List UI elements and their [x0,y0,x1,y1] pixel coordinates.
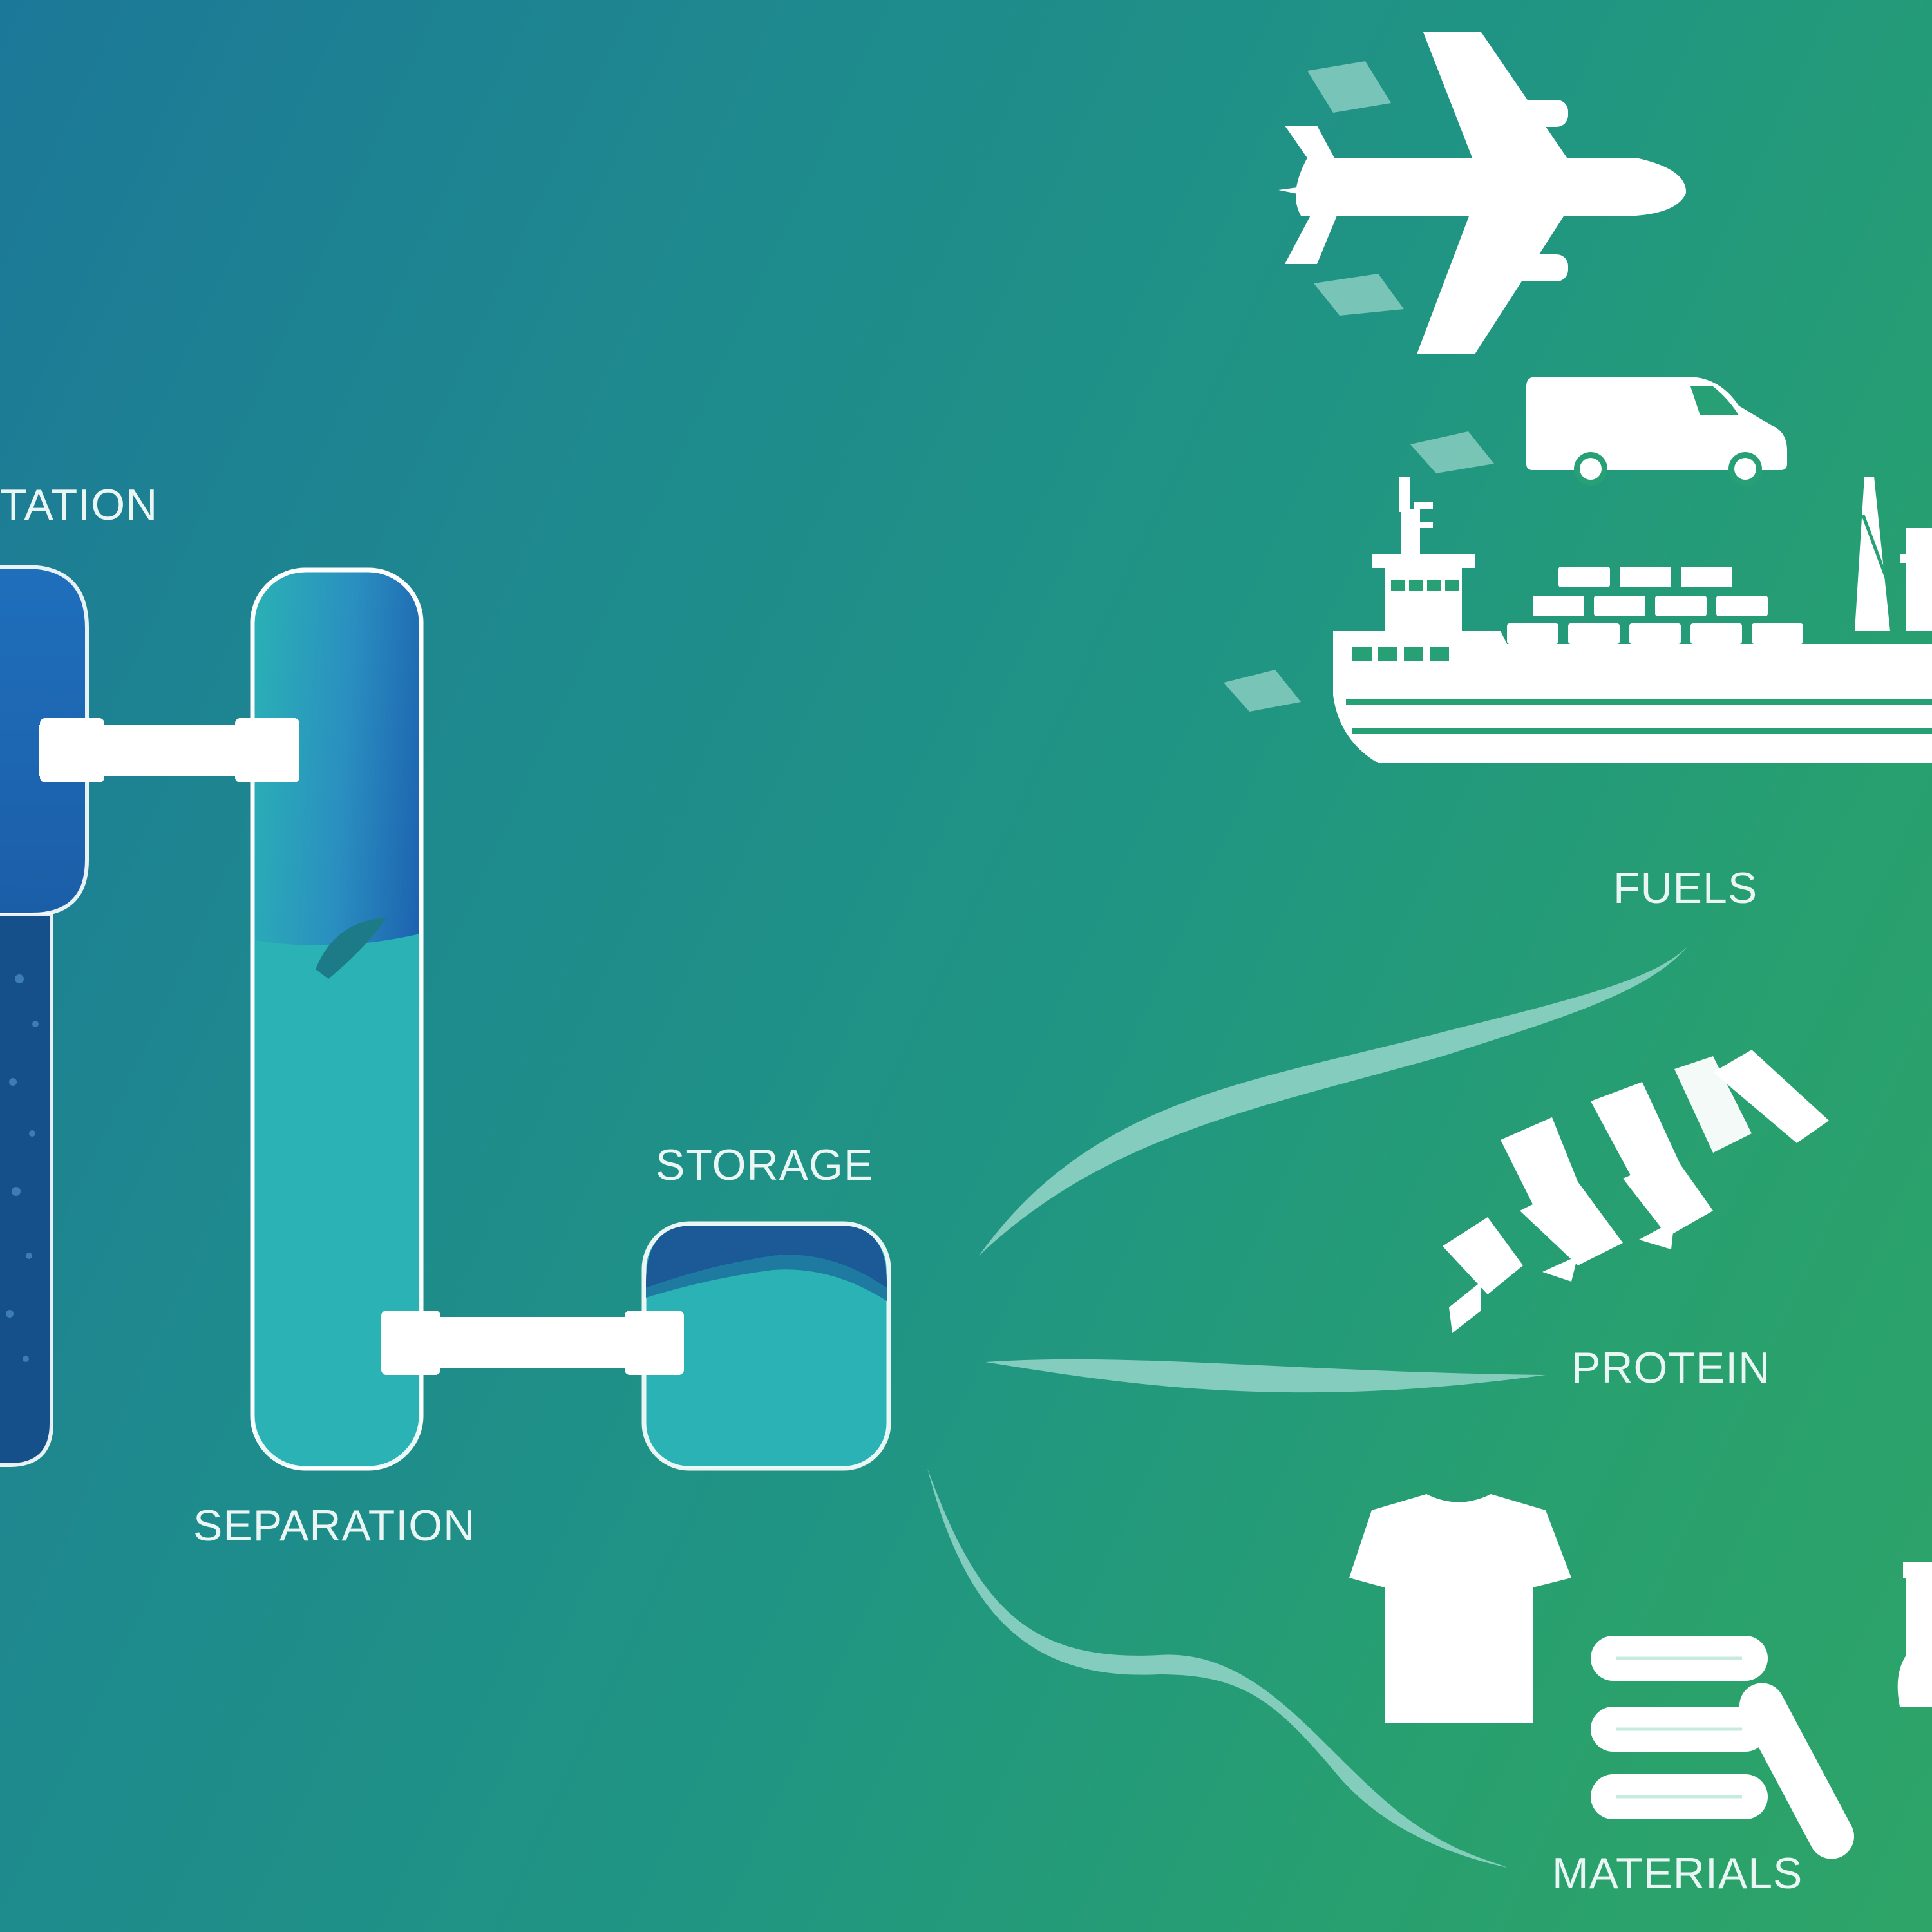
label-protein: PROTEIN [1571,1343,1771,1392]
airplane-icon [1278,32,1687,354]
pipe-fermentation-separation [39,718,299,782]
pipe-separation-storage [381,1311,684,1375]
storage-tank [641,1221,891,1471]
tshirt-icon [1349,1494,1571,1723]
fermentation-tank [0,565,89,1467]
van-icon [1526,377,1787,486]
protein-strand-icon [1443,1050,1829,1333]
label-storage: STORAGE [656,1141,874,1189]
cargo-ship-icon [1333,477,1932,763]
label-materials: MATERIALS [1552,1849,1803,1898]
label-fuels: FUELS [1613,864,1758,913]
fiber-spools-icon [1591,1636,1854,1859]
output-streams [927,947,1687,1868]
label-fermentation: TATION [0,480,158,529]
stream-to-materials [927,1468,1507,1868]
stream-to-protein [985,1359,1546,1393]
label-separation: SEPARATION [193,1501,476,1550]
decorative-diamonds [1224,61,1494,712]
stream-to-fuels [979,947,1687,1256]
separation-column [250,567,424,1471]
spray-bottle-icon [1897,1562,1932,1707]
